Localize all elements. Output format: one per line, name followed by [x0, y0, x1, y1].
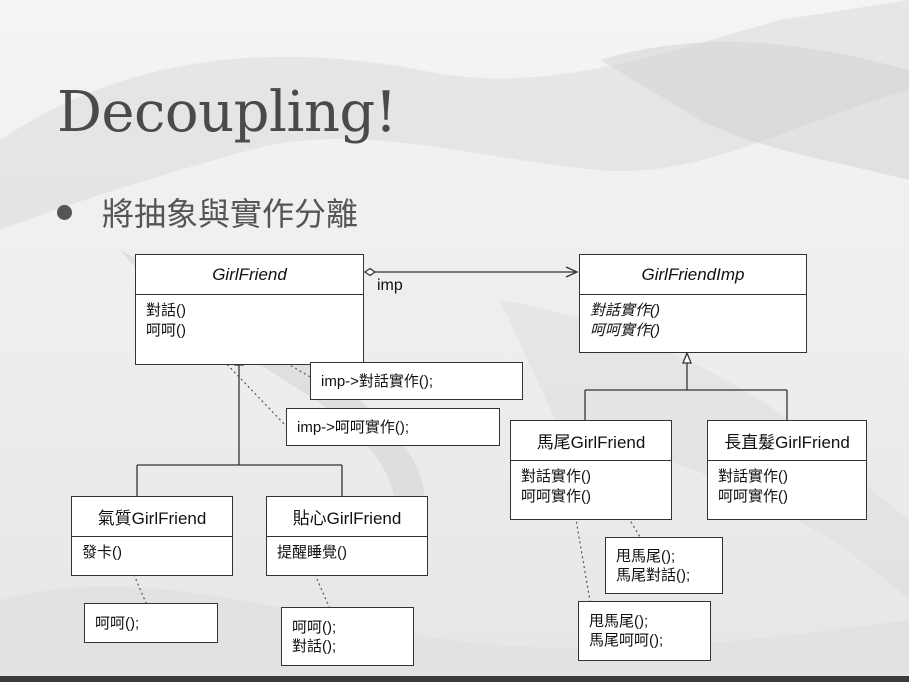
slide-title: Decoupling! [57, 80, 397, 145]
class-tiexin-girlfriend[interactable]: 貼心GirlFriend 提醒睡覺() [266, 496, 428, 576]
note-mawei-hehe: 甩馬尾(); 馬尾呵呵(); [578, 601, 711, 661]
note-line: 甩馬尾(); [589, 613, 649, 630]
class-mawei-girlfriend[interactable]: 馬尾GirlFriend 對話實作() 呵呵實作() [510, 420, 672, 520]
class-methods: 提醒睡覺() [267, 537, 427, 575]
note-line: 呵呵(); [292, 618, 337, 636]
method: 發卡() [82, 544, 122, 561]
class-girlfriend-imp[interactable]: GirlFriendImp 對話實作() 呵呵實作() [579, 254, 807, 353]
method: 呵呵() [146, 322, 186, 339]
method: 呵呵實作() [718, 488, 788, 505]
class-girlfriend[interactable]: GirlFriend 對話() 呵呵() [135, 254, 364, 365]
class-name: GirlFriend [136, 255, 363, 295]
method: 提醒睡覺() [277, 544, 347, 561]
method: 呵呵實作() [521, 488, 591, 505]
method: 對話() [146, 302, 186, 319]
note-line: 呵呵(); [95, 614, 140, 632]
class-name: 馬尾GirlFriend [511, 421, 671, 461]
class-name: 貼心GirlFriend [267, 497, 427, 537]
note-tiexin: 呵呵(); 對話(); [281, 607, 414, 666]
association-label: imp [377, 277, 403, 294]
method: 對話實作() [590, 302, 660, 319]
note-line: imp->對話實作(); [321, 372, 434, 390]
class-methods: 對話實作() 呵呵實作() [708, 461, 866, 519]
class-methods: 發卡() [72, 537, 232, 575]
note-line: imp->呵呵實作(); [297, 418, 410, 436]
bullet-text: 將抽象與實作分離 [102, 195, 359, 233]
class-changzhifa-girlfriend[interactable]: 長直髮GirlFriend 對話實作() 呵呵實作() [707, 420, 867, 520]
note-qizhi: 呵呵(); [84, 603, 218, 643]
note-line: 馬尾呵呵(); [589, 632, 664, 649]
method: 對話實作() [718, 468, 788, 485]
class-name: GirlFriendImp [580, 255, 806, 295]
class-qizhi-girlfriend[interactable]: 氣質GirlFriend 發卡() [71, 496, 233, 576]
class-methods: 對話() 呵呵() [136, 295, 363, 364]
bullet-item: 將抽象與實作分離 [57, 190, 358, 234]
method: 呵呵實作() [590, 322, 660, 339]
class-name: 長直髮GirlFriend [708, 421, 866, 461]
class-methods: 對話實作() 呵呵實作() [580, 295, 806, 352]
class-name: 氣質GirlFriend [72, 497, 232, 537]
note-line: 甩馬尾(); [616, 547, 676, 565]
note-impl-hehe: imp->呵呵實作(); [286, 408, 500, 446]
class-methods: 對話實作() 呵呵實作() [511, 461, 671, 519]
note-mawei-talk: 甩馬尾(); 馬尾對話(); [605, 537, 723, 594]
note-line: 對話(); [292, 637, 337, 655]
note-impl-talk: imp->對話實作(); [310, 362, 523, 400]
method: 對話實作() [521, 468, 591, 485]
bullet-dot-icon [57, 204, 72, 220]
note-line: 馬尾對話(); [616, 566, 691, 584]
